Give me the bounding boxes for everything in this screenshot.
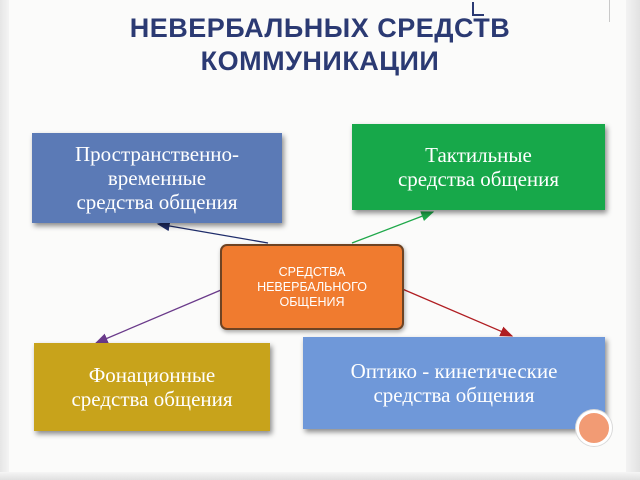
box-optic-line-2: средства общения: [373, 383, 535, 407]
center-line-1: СРЕДСТВА: [278, 264, 346, 279]
box-phonation: Фонационные средства общения: [34, 343, 270, 431]
box-spatial-line-3: средства общения: [76, 190, 238, 214]
box-tactile-line-1: Тактильные: [425, 143, 532, 167]
title-line-1: НЕВЕРБАЛЬНЫХ СРЕДСТВ: [129, 13, 511, 43]
slide-frame-bottom: [0, 472, 640, 480]
box-tactile-line-2: средства общения: [397, 167, 560, 191]
title-line-2: КОММУНИКАЦИИ: [200, 46, 440, 76]
arrow-to-tactile: [351, 211, 435, 244]
arrow-to-phonation: [94, 289, 222, 344]
arrow-to-optic: [399, 287, 514, 337]
box-phonation-line-1: Фонационные: [88, 363, 216, 387]
decorative-line: [609, 0, 610, 22]
box-optic-line-1: Оптико - кинетические: [350, 359, 558, 383]
box-spatial-line-1: Пространственно-: [74, 142, 240, 166]
box-phonation-line-2: средства общения: [71, 387, 233, 411]
decorative-circle: [576, 410, 612, 446]
center-line-2: НЕВЕРБАЛЬНОГО: [257, 279, 367, 294]
slide-frame-left: [0, 0, 9, 480]
slide-frame-right: [626, 0, 640, 480]
center-line-3: ОБЩЕНИЯ: [279, 294, 345, 309]
cut-off-title-mark: [472, 2, 484, 16]
box-spatial-line-2: временные: [107, 166, 207, 190]
center-node: СРЕДСТВА НЕВЕРБАЛЬНОГО ОБЩЕНИЯ: [220, 244, 404, 330]
box-tactile: Тактильные средства общения: [352, 124, 605, 210]
arrow-to-spatial: [156, 220, 269, 244]
box-spatial-temporal: Пространственно- временные средства обще…: [32, 133, 282, 223]
box-optic-kinetic: Оптико - кинетические средства общения: [303, 337, 605, 429]
slide-title: НЕВЕРБАЛЬНЫХ СРЕДСТВ КОММУНИКАЦИИ: [60, 12, 580, 78]
